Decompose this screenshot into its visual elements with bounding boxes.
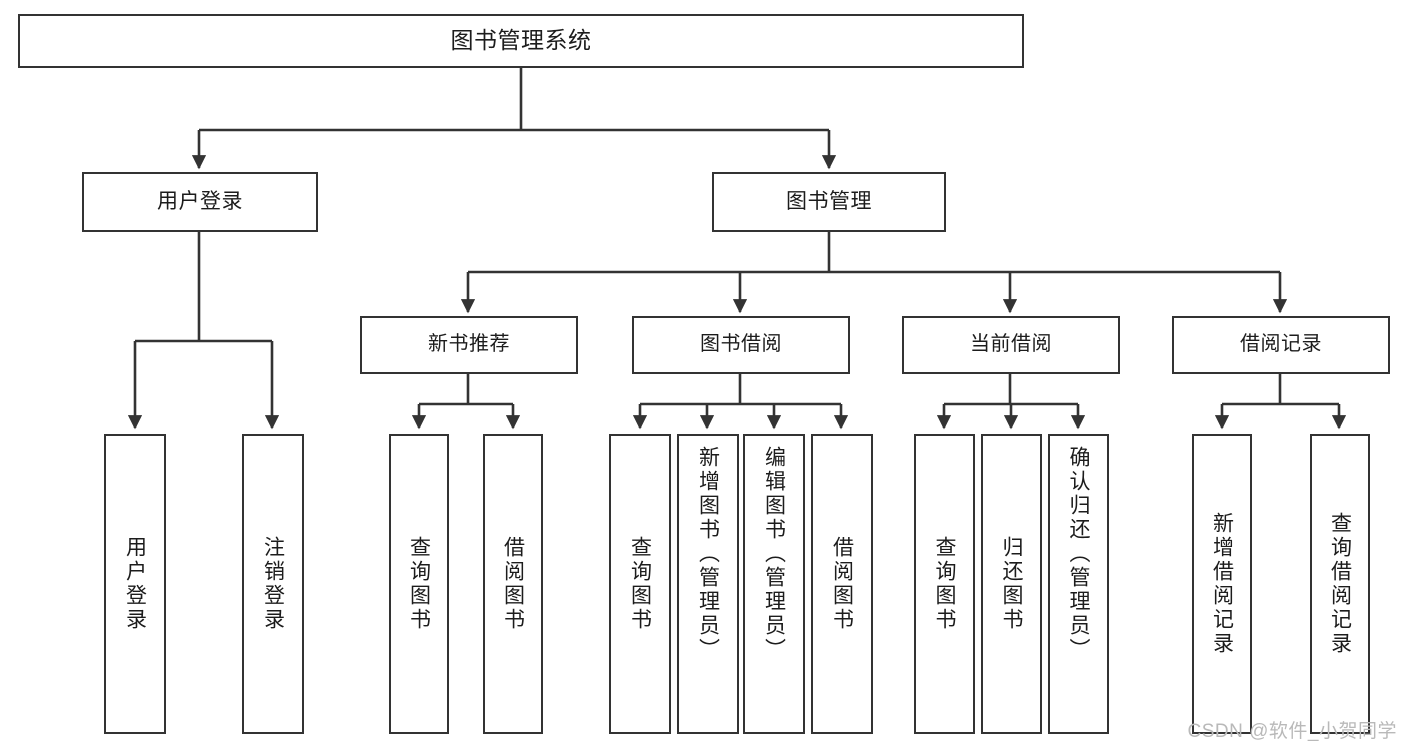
- csdn-watermark: CSDN @软件_小贺同学: [1187, 721, 1397, 742]
- node-label: 确认归还（管理员）: [1067, 446, 1090, 662]
- node-label: 查询借阅记录: [1328, 512, 1352, 656]
- node-label: 新书推荐: [428, 333, 510, 356]
- leaf-user-login-signin[interactable]: 用户登录: [104, 434, 166, 734]
- node-label: 新增图书（管理员）: [696, 446, 720, 662]
- node-borrow-record[interactable]: 借阅记录: [1172, 316, 1390, 374]
- leaf-book-borrow-borrow-book[interactable]: 借阅图书: [811, 434, 873, 734]
- node-label: 当前借阅: [970, 333, 1052, 356]
- leaf-book-borrow-query-book[interactable]: 查询图书: [609, 434, 671, 734]
- leaf-new-book-borrow-book[interactable]: 借阅图书: [483, 434, 543, 734]
- node-book-borrow[interactable]: 图书借阅: [632, 316, 850, 374]
- node-label: 图书管理系统: [450, 27, 592, 54]
- node-label: 用户登录: [157, 189, 243, 213]
- node-label: 借阅图书: [830, 536, 854, 632]
- leaf-book-borrow-add-book-admin[interactable]: 新增图书（管理员）: [677, 434, 739, 734]
- node-label: 用户登录: [123, 536, 147, 632]
- leaf-current-borrow-query-book[interactable]: 查询图书: [914, 434, 975, 734]
- node-label: 注销登录: [261, 536, 285, 632]
- node-root-book-management-system[interactable]: 图书管理系统: [18, 14, 1024, 68]
- node-new-book-recommend[interactable]: 新书推荐: [360, 316, 578, 374]
- node-book-management[interactable]: 图书管理: [712, 172, 946, 232]
- node-label: 编辑图书（管理员）: [762, 446, 786, 662]
- node-user-login[interactable]: 用户登录: [82, 172, 318, 232]
- leaf-current-borrow-confirm-return-admin[interactable]: 确认归还（管理员）: [1048, 434, 1109, 734]
- node-current-borrow[interactable]: 当前借阅: [902, 316, 1120, 374]
- node-label: 新增借阅记录: [1210, 512, 1234, 656]
- node-label: 借阅图书: [501, 536, 525, 632]
- leaf-borrow-record-add-record[interactable]: 新增借阅记录: [1192, 434, 1252, 734]
- node-label: 图书借阅: [700, 333, 782, 356]
- node-label: 查询图书: [407, 536, 431, 632]
- leaf-user-login-signout[interactable]: 注销登录: [242, 434, 304, 734]
- node-label: 归还图书: [1000, 536, 1023, 632]
- node-label: 查询图书: [933, 536, 956, 632]
- node-label: 借阅记录: [1240, 333, 1322, 356]
- leaf-new-book-query-book[interactable]: 查询图书: [389, 434, 449, 734]
- node-label: 图书管理: [786, 189, 872, 213]
- leaf-book-borrow-edit-book-admin[interactable]: 编辑图书（管理员）: [743, 434, 805, 734]
- leaf-current-borrow-return-book[interactable]: 归还图书: [981, 434, 1042, 734]
- node-label: 查询图书: [628, 536, 652, 632]
- leaf-borrow-record-query-record[interactable]: 查询借阅记录: [1310, 434, 1370, 734]
